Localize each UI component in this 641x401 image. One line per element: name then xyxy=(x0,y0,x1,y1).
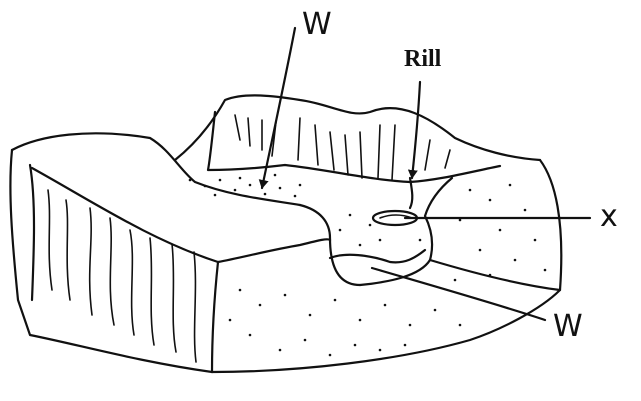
soil-stipple xyxy=(189,174,547,357)
back-wall xyxy=(208,112,500,182)
label-w-bottom: W xyxy=(553,309,583,344)
label-w-top: W xyxy=(302,7,332,42)
rill-arrow xyxy=(412,82,420,178)
left-block-corner-edge xyxy=(30,165,34,300)
label-x: x xyxy=(600,199,618,234)
rock-texture xyxy=(48,190,196,362)
label-rill: Rill xyxy=(404,46,442,72)
back-rim xyxy=(175,95,540,160)
gully-floor-left xyxy=(300,205,360,285)
w-top-arrow xyxy=(262,28,295,188)
w-bottom-leader xyxy=(372,268,545,320)
left-block-right-edge xyxy=(212,262,218,372)
left-block-ridge xyxy=(32,168,218,262)
gully-notch xyxy=(330,250,425,262)
left-block-top xyxy=(12,133,300,205)
right-block-top xyxy=(540,160,561,290)
